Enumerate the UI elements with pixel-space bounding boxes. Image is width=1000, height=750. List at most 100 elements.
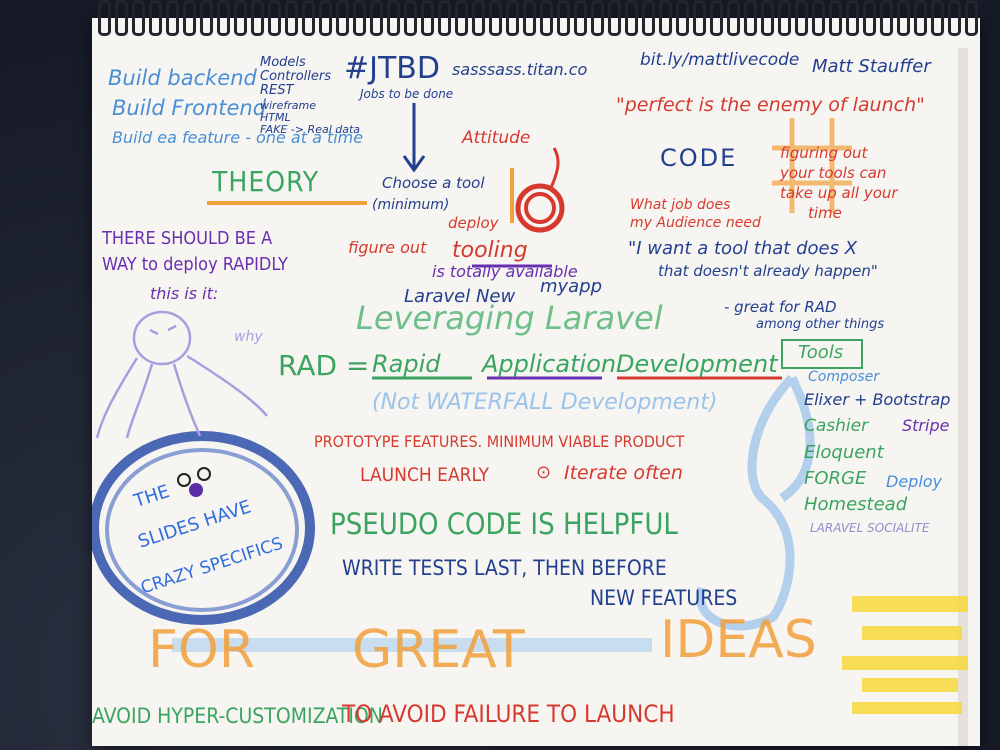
- tool-deploy: Deploy: [886, 472, 943, 491]
- rad-equals: RAD =: [278, 349, 370, 382]
- build-each-feature: Build ea feature - one at a time: [112, 128, 364, 147]
- this-is-it: this is it:: [150, 284, 219, 303]
- iterate-bullet: ⊙: [536, 462, 552, 483]
- binding-coil: [166, 0, 179, 36]
- sass-url: sasssass.titan.co: [452, 60, 588, 79]
- tool-eloquent: Eloquent: [804, 442, 884, 463]
- binding-coil: [132, 0, 145, 36]
- binding-coil: [608, 0, 621, 36]
- figuring-out-3: take up all your: [780, 184, 898, 202]
- binding-coil: [370, 0, 383, 36]
- tooling: tooling: [452, 238, 528, 263]
- myapp: myapp: [540, 276, 603, 297]
- build-backend: Build backend: [108, 66, 257, 90]
- octopus-doodle: [95, 310, 268, 439]
- theory-heading: THEORY: [212, 165, 320, 198]
- binding-coil: [880, 0, 893, 36]
- prototype-mvp: PROTOTYPE FEATURES. MINIMUM VIABLE PRODU…: [314, 432, 685, 451]
- figure-out: figure out: [348, 238, 427, 257]
- rest: REST: [260, 83, 294, 98]
- iterate-often: Iterate often: [564, 462, 683, 484]
- binding-coil: [574, 0, 587, 36]
- tool-composer: Composer: [808, 369, 880, 385]
- binding-coil: [897, 0, 910, 36]
- fake-real-data: FAKE -> Real data: [260, 123, 361, 136]
- application: Application: [482, 350, 617, 378]
- binding-coil: [251, 0, 264, 36]
- build-frontend: Build Frontend: [112, 96, 267, 120]
- binding-coil: [285, 0, 298, 36]
- want-tool-quote-1: "I want a tool that does X: [628, 238, 858, 259]
- wireframe: wireframe: [260, 99, 316, 112]
- development: Development: [616, 350, 778, 378]
- great-for-rad-1: - great for RAD: [724, 298, 837, 316]
- blue-circle-doodle: [92, 431, 315, 625]
- deploy-rapidly-line1: THERE SHOULD BE A: [102, 228, 273, 249]
- binding-coil: [438, 0, 451, 36]
- choose-a-tool: Choose a tool: [382, 174, 485, 192]
- binding-coil: [829, 0, 842, 36]
- binding-coil: [98, 0, 111, 36]
- perfect-quote: "perfect is the enemy of launch": [616, 94, 925, 116]
- binding-coil: [149, 0, 162, 36]
- yarn-ball-doodle: [510, 147, 565, 233]
- deploy-rapidly-line2: WAY to deploy RAPIDLY: [102, 254, 288, 275]
- binding-coil: [812, 0, 825, 36]
- binding-coil: [217, 0, 230, 36]
- binding-coil: [931, 0, 944, 36]
- tool-laravel-socialite: LARAVEL SOCIALITE: [810, 521, 930, 535]
- author-name: Matt Stauffer: [812, 56, 931, 77]
- binding-coil: [863, 0, 876, 36]
- binding-coil: [710, 0, 723, 36]
- binding-coil: [421, 0, 434, 36]
- models: Models: [260, 55, 306, 70]
- avoid-failure-to-launch: TO AVOID FAILURE TO LAUNCH: [342, 700, 675, 728]
- binding-coil: [778, 0, 791, 36]
- binding-coil: [489, 0, 502, 36]
- great-for-rad-2: among other things: [756, 317, 885, 332]
- binding-coil: [115, 0, 128, 36]
- totally-available: is totally available: [432, 262, 578, 281]
- spiral-binding: [92, 0, 980, 36]
- code-heading: CODE: [660, 144, 738, 172]
- for-word: FOR: [148, 620, 255, 680]
- controllers: Controllers: [260, 69, 332, 84]
- binding-coil: [200, 0, 213, 36]
- binding-coil: [336, 0, 349, 36]
- rapid: Rapid: [372, 350, 441, 378]
- binding-coil: [591, 0, 604, 36]
- down-arrow: [402, 103, 426, 173]
- binding-coil: [625, 0, 638, 36]
- attitude-label: Attitude: [462, 128, 531, 148]
- blue-highlight-bar: [172, 638, 652, 652]
- laravel-new: Laravel New: [404, 286, 516, 307]
- binding-coil: [948, 0, 961, 36]
- binding-coil: [965, 0, 978, 36]
- not-waterfall: (Not WATERFALL Development): [372, 390, 718, 415]
- yellow-highlight-blocks: [842, 596, 968, 714]
- binding-coil: [557, 0, 570, 36]
- tool-homestead: Homestead: [804, 494, 908, 515]
- binding-coil: [387, 0, 400, 36]
- binding-coil: [846, 0, 859, 36]
- write-tests-line2: NEW FEATURES: [590, 586, 738, 610]
- binding-coil: [302, 0, 315, 36]
- page-stack-edge: [958, 48, 968, 746]
- binding-coil: [183, 0, 196, 36]
- ideas-word: IDEAS: [660, 610, 817, 670]
- binding-coil: [506, 0, 519, 36]
- hashtag-doodle: [772, 118, 852, 213]
- binding-coil: [914, 0, 927, 36]
- tools-box: [781, 339, 863, 369]
- tool-stripe: Stripe: [902, 416, 950, 435]
- binding-coil: [642, 0, 655, 36]
- binding-coil: [727, 0, 740, 36]
- jtbd-hashtag: #JTBD: [344, 51, 440, 86]
- what-job-2: my Audience need: [630, 215, 761, 231]
- html: HTML: [260, 111, 291, 124]
- write-tests-line1: WRITE TESTS LAST, THEN BEFORE: [342, 556, 667, 580]
- figuring-out-4: time: [808, 204, 842, 222]
- figuring-out-2: your tools can: [780, 164, 887, 182]
- pseudo-code: PSEUDO CODE IS HELPFUL: [330, 507, 678, 541]
- minimum: (minimum): [372, 197, 450, 213]
